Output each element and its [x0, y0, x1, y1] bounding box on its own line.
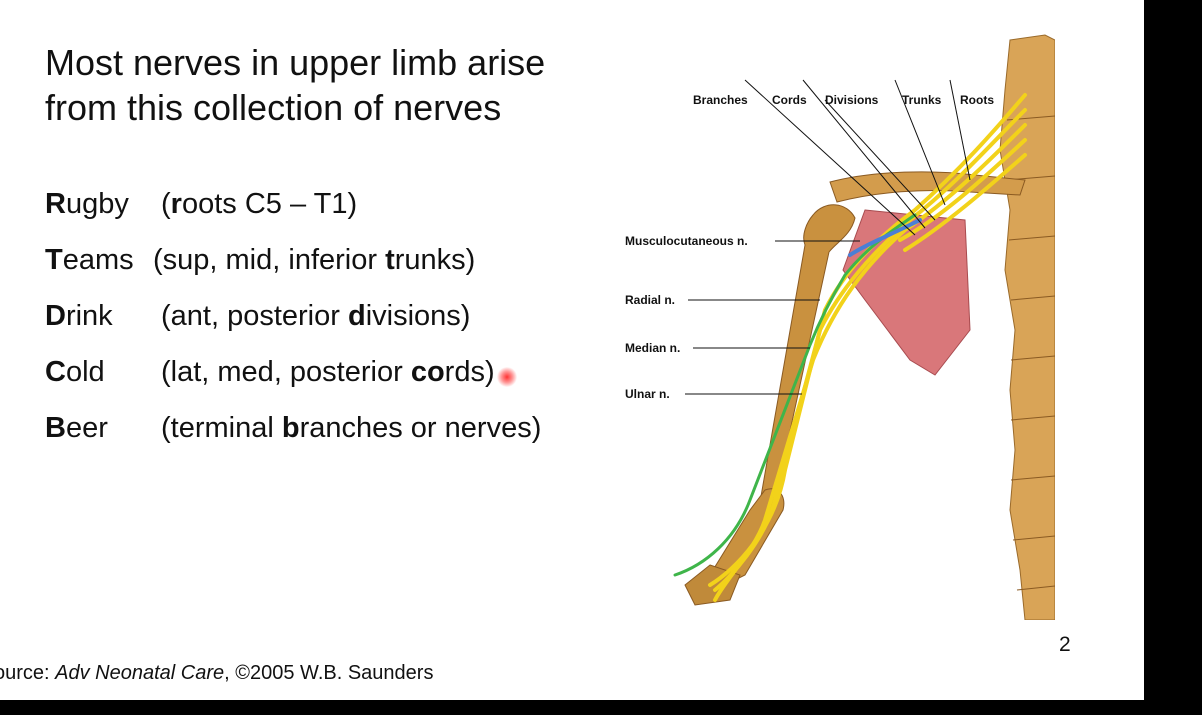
- label-radial: Radial n.: [625, 293, 675, 307]
- nerve-lines: [673, 93, 1027, 602]
- spine-graphic: [999, 34, 1056, 621]
- label-divisions: Divisions: [825, 93, 879, 107]
- mnemonic-word: Rugby: [45, 188, 129, 220]
- mnemonic-word: Cold: [45, 356, 105, 388]
- anatomy-figure: Branches Cords Divisions Trunks Roots Mu…: [625, 34, 1056, 621]
- mnemonic-description: (sup, mid, inferior trunks): [153, 244, 476, 276]
- label-median: Median n.: [625, 341, 680, 355]
- page-number: 2: [1059, 633, 1071, 656]
- mnemonic-description: (roots C5 – T1): [161, 188, 358, 220]
- mnemonic-description: (lat, med, posterior cords): [161, 356, 495, 388]
- humerus-graphic: [759, 204, 856, 503]
- leader-lines: [685, 79, 971, 395]
- mnemonic-word: Drink: [45, 300, 113, 332]
- label-musculocutaneous: Musculocutaneous n.: [625, 234, 748, 248]
- label-ulnar: Ulnar n.: [625, 387, 670, 401]
- label-roots: Roots: [960, 93, 994, 107]
- slide: Most nerves in upper limb arise from thi…: [0, 0, 1144, 700]
- slide-title: Most nerves in upper limb arise from thi…: [45, 40, 605, 130]
- brachial-plexus-illustration: Branches Cords Divisions Trunks Roots Mu…: [615, 30, 1056, 621]
- label-trunks: Trunks: [902, 93, 942, 107]
- mnemonic-description: (terminal branches or nerves): [161, 412, 542, 444]
- label-branches: Branches: [693, 93, 748, 107]
- title-line-2: from this collection of nerves: [45, 87, 502, 128]
- vertebrae-lines: [1006, 115, 1056, 591]
- mnemonic-word: Teams: [45, 244, 134, 276]
- mnemonic-description: (ant, posterior divisions): [161, 300, 471, 332]
- laser-pointer: [497, 367, 517, 387]
- source-citation: ource: Adv Neonatal Care, ©2005 W.B. Sau…: [0, 662, 434, 684]
- mnemonic-word: Beer: [45, 412, 108, 444]
- label-cords: Cords: [772, 93, 807, 107]
- title-line-1: Most nerves in upper limb arise: [45, 42, 546, 83]
